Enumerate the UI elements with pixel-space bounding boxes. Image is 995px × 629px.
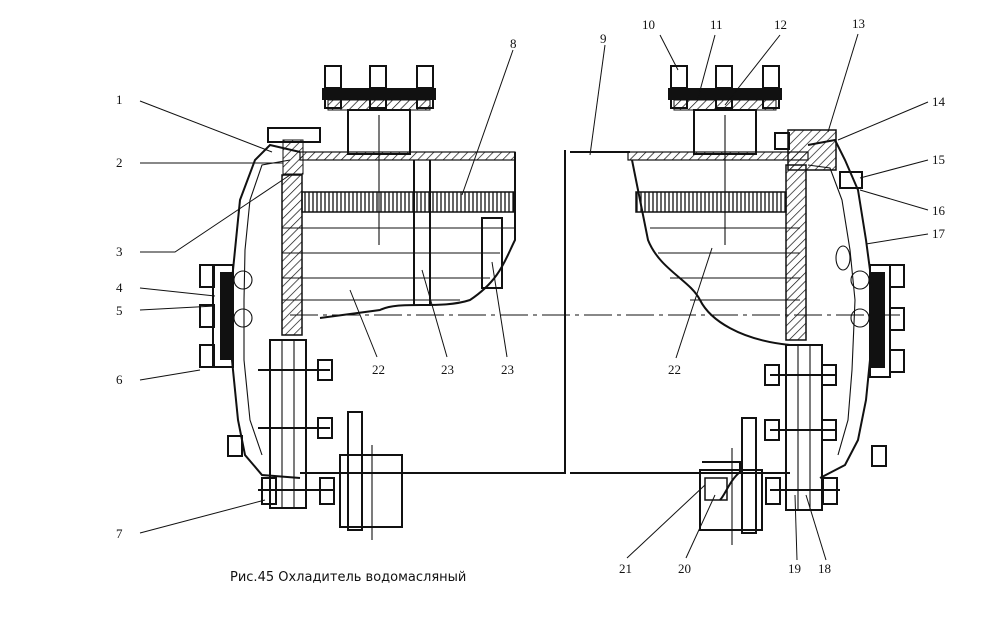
label-10: 10 bbox=[642, 17, 655, 32]
label-15: 15 bbox=[932, 152, 945, 167]
label-12: 12 bbox=[774, 17, 787, 32]
label-22-right: 22 bbox=[668, 362, 681, 377]
side-bolts-left bbox=[199, 264, 215, 368]
label-2: 2 bbox=[116, 155, 123, 170]
flange-bolts-left-lower bbox=[227, 359, 335, 505]
label-11: 11 bbox=[710, 17, 723, 32]
label-4: 4 bbox=[116, 280, 123, 295]
part-labels: 1 2 3 4 5 6 7 8 9 10 11 12 13 14 15 16 1… bbox=[116, 16, 946, 576]
label-5: 5 bbox=[116, 303, 123, 318]
label-7: 7 bbox=[116, 526, 123, 541]
flange-bolts-right-lower bbox=[764, 364, 887, 505]
label-6: 6 bbox=[116, 372, 123, 387]
label-9: 9 bbox=[600, 31, 607, 46]
label-16: 16 bbox=[932, 203, 946, 218]
flange-bolts-right-top bbox=[670, 65, 780, 109]
label-17: 17 bbox=[932, 226, 946, 241]
label-8: 8 bbox=[510, 36, 517, 51]
label-23-a: 23 bbox=[441, 362, 454, 377]
label-20: 20 bbox=[678, 561, 691, 576]
right-half-section bbox=[570, 65, 905, 545]
leader-lines bbox=[139, 33, 929, 561]
label-22-left: 22 bbox=[372, 362, 385, 377]
label-14: 14 bbox=[932, 94, 946, 109]
left-half-section bbox=[199, 65, 900, 540]
label-13: 13 bbox=[852, 16, 865, 31]
label-19: 19 bbox=[788, 561, 801, 576]
label-23-b: 23 bbox=[501, 362, 514, 377]
flange-bolts-left-top bbox=[324, 65, 434, 109]
label-21: 21 bbox=[619, 561, 632, 576]
figure-caption: Рис.45 Охладитель водомасляный bbox=[230, 570, 467, 585]
label-18: 18 bbox=[818, 561, 831, 576]
label-1: 1 bbox=[116, 92, 123, 107]
side-bolts-right bbox=[889, 264, 905, 373]
label-3: 3 bbox=[116, 244, 123, 259]
